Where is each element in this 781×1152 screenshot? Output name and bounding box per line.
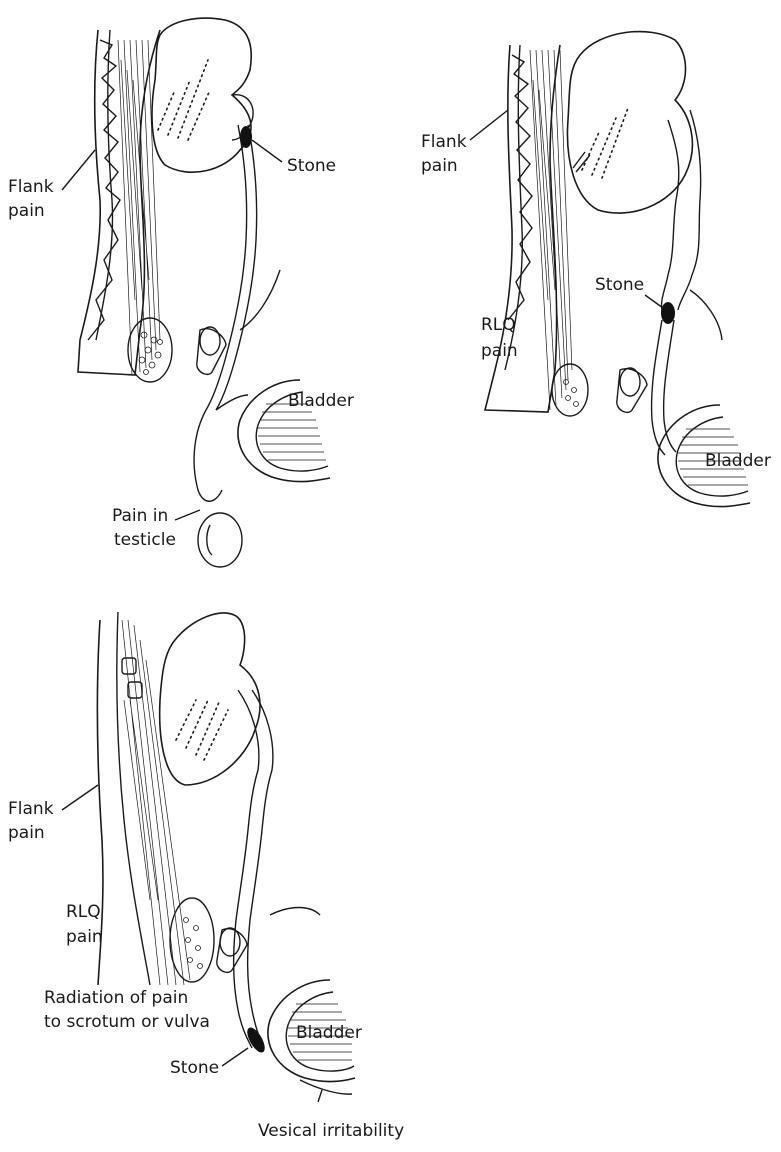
panel-3-kidney (160, 613, 260, 785)
panel-3-rlq-line-2: pain (66, 927, 103, 947)
panel-1-psoas-muscle (78, 30, 172, 382)
panel-1-stone-label: Stone (287, 156, 336, 176)
panel-3-flank-line-1: Flank (8, 799, 54, 819)
panel-2: Flank pain Stone RLQ pain Bladder (421, 32, 771, 507)
panel-1-testicle-line-2: testicle (114, 530, 176, 550)
panel-3-radiation-line-1: Radiation of pain (44, 988, 188, 1008)
panel-1-kidney (152, 18, 253, 172)
panel-3-iliac-vessel (217, 908, 320, 973)
panel-3-bladder-label: Bladder (296, 1023, 362, 1043)
panel-3-radiation-line-2: to scrotum or vulva (44, 1012, 210, 1032)
panel-3-flank-label: Flank pain (8, 799, 59, 843)
panel-1-stone-shape (240, 126, 252, 148)
panel-1-testicle (198, 513, 242, 567)
panel-2-stone-label: Stone (595, 275, 644, 295)
panel-2-bladder-label: Bladder (705, 451, 771, 471)
panel-3: Flank pain RLQ pain Radiation of pain to… (8, 612, 404, 1141)
panel-1-ureter (194, 125, 282, 501)
panel-1-testicle-line-1: Pain in (112, 506, 168, 526)
panel-1-flank-label: Flank pain (8, 177, 59, 221)
panel-2-rlq-label: RLQ pain (481, 315, 521, 361)
panel-1-flank-line-2: pain (8, 201, 45, 221)
panel-1-testicle-label: Pain in testicle (112, 506, 176, 550)
panel-2-rlq-line-1: RLQ (481, 315, 516, 335)
panel-2-ureter (645, 110, 701, 455)
panel-3-psoas-muscle (97, 612, 214, 985)
panel-1-iliac-vessel (197, 270, 280, 374)
panel-3-stone-label: Stone (170, 1058, 219, 1078)
panel-3-rlq-line-1: RLQ (66, 902, 101, 922)
panel-1-bladder-label: Bladder (288, 391, 354, 411)
panel-2-flank-line-1: Flank (421, 132, 467, 152)
panel-2-rlq-line-2: pain (481, 341, 518, 361)
panel-2-flank-line-2: pain (421, 156, 458, 176)
panel-3-radiation-label: Radiation of pain to scrotum or vulva (44, 988, 210, 1032)
panel-2-flank-label: Flank pain (421, 132, 472, 176)
panel-3-rlq-label: RLQ pain (66, 902, 106, 947)
panel-2-stone-shape (661, 302, 675, 324)
panel-3-vesical-label: Vesical irritability (258, 1121, 404, 1141)
panel-2-kidney (567, 32, 692, 214)
panel-1: Flank pain Stone Bladder Pain in testicl… (8, 18, 354, 567)
panel-3-flank-line-2: pain (8, 823, 45, 843)
panel-1-flank-line-1: Flank (8, 177, 54, 197)
